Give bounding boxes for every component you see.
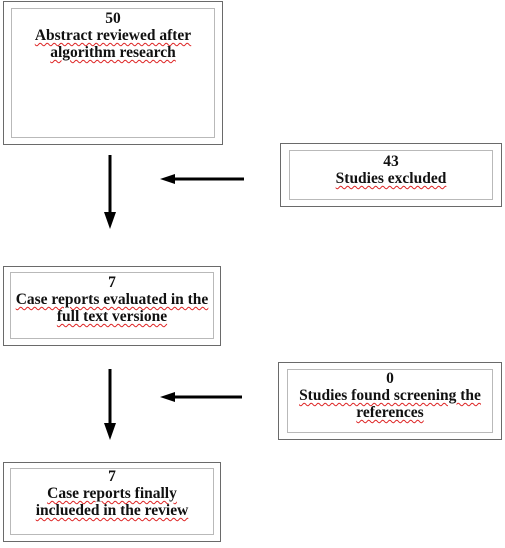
excluded-count: 43 <box>383 153 399 170</box>
abstract-label-line-1: Abstract reviewed after <box>34 27 192 44</box>
left-arrow-excluded <box>160 174 244 184</box>
excluded-box-inner-frame <box>289 150 493 200</box>
excluded-box: 43 Studies excluded <box>280 143 502 207</box>
final-box-inner-frame <box>10 468 214 535</box>
left-arrow-screening <box>160 392 242 402</box>
case-eval-box: 7 Case reports evaluated in the full tex… <box>3 266 221 346</box>
screening-box-inner-frame <box>287 369 493 433</box>
final-label-line-2: inclueded in the review <box>35 502 189 519</box>
screening-label-line-1: Studies found screening the <box>299 387 481 404</box>
screening-label-line-2: references <box>356 404 424 421</box>
abstract-box: 50 Abstract reviewed after algorithm res… <box>3 1 223 145</box>
case-eval-label-line-2: full text versione <box>56 308 168 325</box>
down-arrow-1 <box>104 155 116 229</box>
abstract-box-inner-frame <box>11 8 215 138</box>
down-arrow-2 <box>104 369 116 440</box>
case-eval-label-line-1: Case reports evaluated in the <box>15 291 209 308</box>
abstract-count: 50 <box>105 10 121 27</box>
case-eval-count: 7 <box>108 274 116 291</box>
screening-count: 0 <box>386 370 394 387</box>
final-count: 7 <box>108 468 116 485</box>
excluded-label-line-1: Studies excluded <box>335 170 447 187</box>
final-label-line-1: Case reports finally <box>47 485 177 502</box>
screening-box: 0 Studies found screening the references <box>278 362 502 440</box>
abstract-label-line-2: algorithm research <box>50 44 176 61</box>
final-box: 7 Case reports finally inclueded in the … <box>3 462 221 542</box>
case-eval-box-inner-frame <box>10 272 214 339</box>
